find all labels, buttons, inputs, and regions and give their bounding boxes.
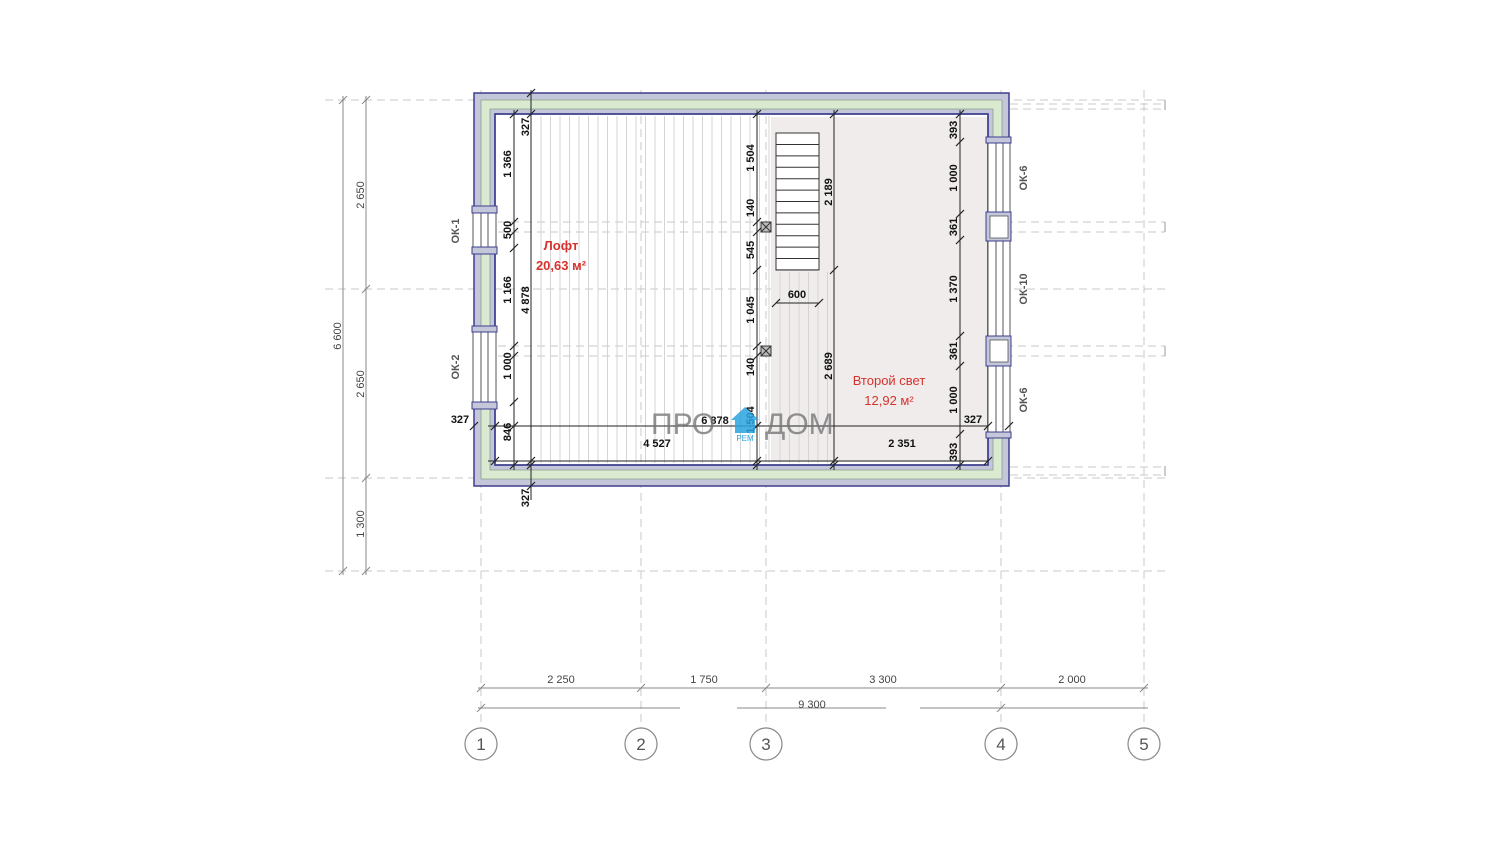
- axis-3: 3: [761, 735, 770, 754]
- window-label-ok6-bottom: ОК-6: [1018, 387, 1030, 412]
- house-icon: [731, 407, 759, 433]
- dim-left-wall: 327: [451, 414, 469, 426]
- bottom-dim-2: 1 750: [690, 674, 718, 686]
- watermark-left: ПРО: [651, 408, 715, 441]
- dim-1000-right-bottom: 1 000: [948, 386, 960, 414]
- dim-140-top: 140: [745, 199, 757, 217]
- watermark-small: РЕМ: [736, 434, 754, 443]
- floor-boards: [540, 116, 828, 463]
- bottom-dim-1: 2 250: [547, 674, 575, 686]
- watermark-logo: ПРО РЕМ ДОМ: [651, 407, 834, 443]
- dim-361-top: 361: [948, 218, 960, 236]
- left-dim-3: 1 300: [355, 510, 367, 538]
- dim-6878: 6 878: [701, 415, 729, 427]
- axis-5: 5: [1139, 735, 1148, 754]
- dim-846: 846: [502, 423, 514, 441]
- outer-dimension-lines: [342, 96, 1148, 709]
- left-dim-2: 2 650: [355, 370, 367, 398]
- dim-2689: 2 689: [823, 352, 835, 380]
- watermark-right: ДОМ: [765, 408, 834, 441]
- dim-top-wall: 327: [520, 118, 532, 136]
- room-second-light-name: Второй свет: [853, 373, 926, 388]
- staircase: [775, 132, 820, 271]
- dim-bottom-wall: 327: [520, 489, 532, 507]
- dim-1366: 1 366: [502, 150, 514, 178]
- windows: [472, 141, 1011, 435]
- dim-545: 545: [745, 241, 757, 259]
- room-loft-name: Лофт: [544, 238, 579, 253]
- dim-1000-left: 1 000: [502, 352, 514, 380]
- axis-1: 1: [476, 735, 485, 754]
- bottom-dim-3: 3 300: [869, 674, 897, 686]
- dim-1045: 1 045: [745, 296, 757, 324]
- inner-dimension-lines: [488, 90, 988, 500]
- dim-2351: 2 351: [888, 438, 916, 450]
- dim-393-bottom: 393: [948, 443, 960, 461]
- dim-1504-top: 1 504: [745, 143, 757, 171]
- left-dim-total: 6 600: [332, 322, 344, 350]
- room-second-light-area: 12,92 м²: [864, 393, 914, 408]
- dim-2189: 2 189: [823, 178, 835, 206]
- dim-393-top: 393: [948, 121, 960, 139]
- dim-361-bottom: 361: [948, 342, 960, 360]
- dim-right-wall: 327: [964, 414, 982, 426]
- bottom-dim-4: 2 000: [1058, 674, 1086, 686]
- window-label-ok10: ОК-10: [1018, 273, 1030, 304]
- room-loft-area: 20,63 м²: [536, 258, 587, 273]
- dim-4878: 4 878: [520, 286, 532, 314]
- dim-1166: 1 166: [502, 276, 514, 304]
- left-dim-1: 2 650: [355, 181, 367, 209]
- dim-1370: 1 370: [948, 275, 960, 303]
- dim-4527: 4 527: [643, 438, 671, 450]
- axis-4: 4: [996, 735, 1005, 754]
- window-label-ok6-top: ОК-6: [1018, 165, 1030, 190]
- bottom-dim-total: 9 300: [798, 699, 826, 711]
- dim-1000-right-top: 1 000: [948, 164, 960, 192]
- columns: [760, 221, 772, 357]
- dim-stair-width: 600: [788, 289, 806, 301]
- axis-2: 2: [636, 735, 645, 754]
- dim-500: 500: [502, 221, 514, 239]
- window-label-ok2: ОК-2: [450, 354, 462, 379]
- dim-140-bottom: 140: [745, 358, 757, 376]
- window-label-ok1: ОК-1: [450, 218, 462, 243]
- axis-markers: [464, 727, 1161, 761]
